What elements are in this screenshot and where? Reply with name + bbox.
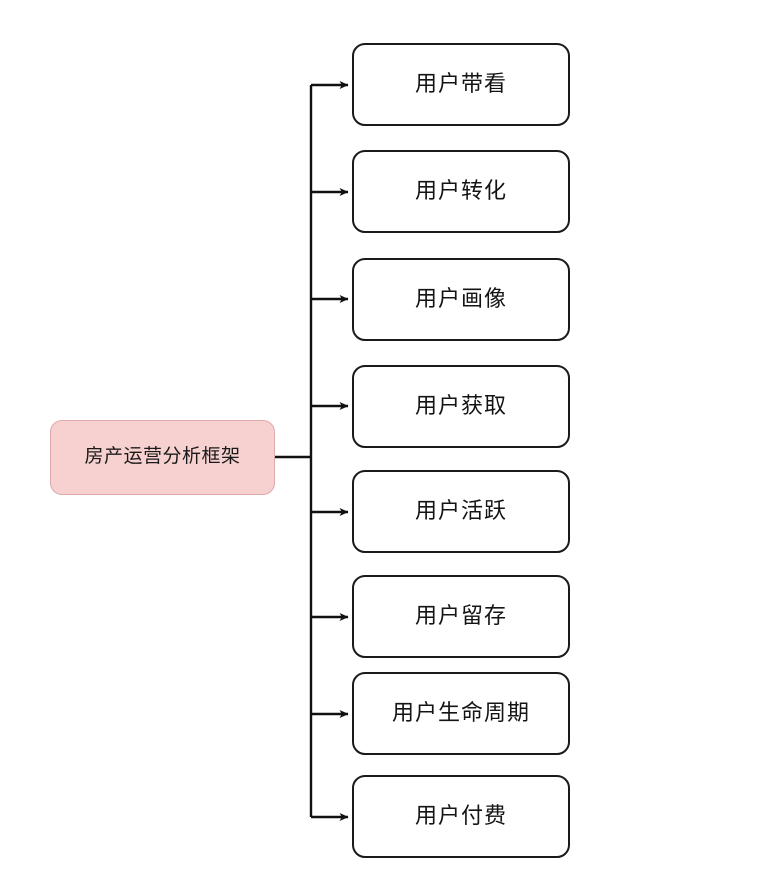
child-node-label: 用户转化 xyxy=(414,178,507,204)
child-node-label: 用户付费 xyxy=(414,803,507,829)
child-node-user-profile[interactable]: 用户画像 xyxy=(352,258,570,341)
child-node-user-activity[interactable]: 用户活跃 xyxy=(352,470,570,553)
child-node-label: 用户活跃 xyxy=(414,498,507,524)
child-node-user-viewing[interactable]: 用户带看 xyxy=(352,43,570,126)
child-node-label: 用户获取 xyxy=(414,393,507,419)
child-node-user-lifecycle[interactable]: 用户生命周期 xyxy=(352,672,570,755)
child-node-user-payment[interactable]: 用户付费 xyxy=(352,775,570,858)
child-node-user-conversion[interactable]: 用户转化 xyxy=(352,150,570,233)
root-node[interactable]: 房产运营分析框架 xyxy=(50,420,275,495)
child-node-label: 用户带看 xyxy=(414,71,507,97)
child-node-user-acquisition[interactable]: 用户获取 xyxy=(352,365,570,448)
child-node-label: 用户留存 xyxy=(414,603,507,629)
root-node-label: 房产运营分析框架 xyxy=(84,446,241,468)
child-node-label: 用户生命周期 xyxy=(391,700,530,726)
child-node-label: 用户画像 xyxy=(414,286,507,312)
child-node-user-retention[interactable]: 用户留存 xyxy=(352,575,570,658)
